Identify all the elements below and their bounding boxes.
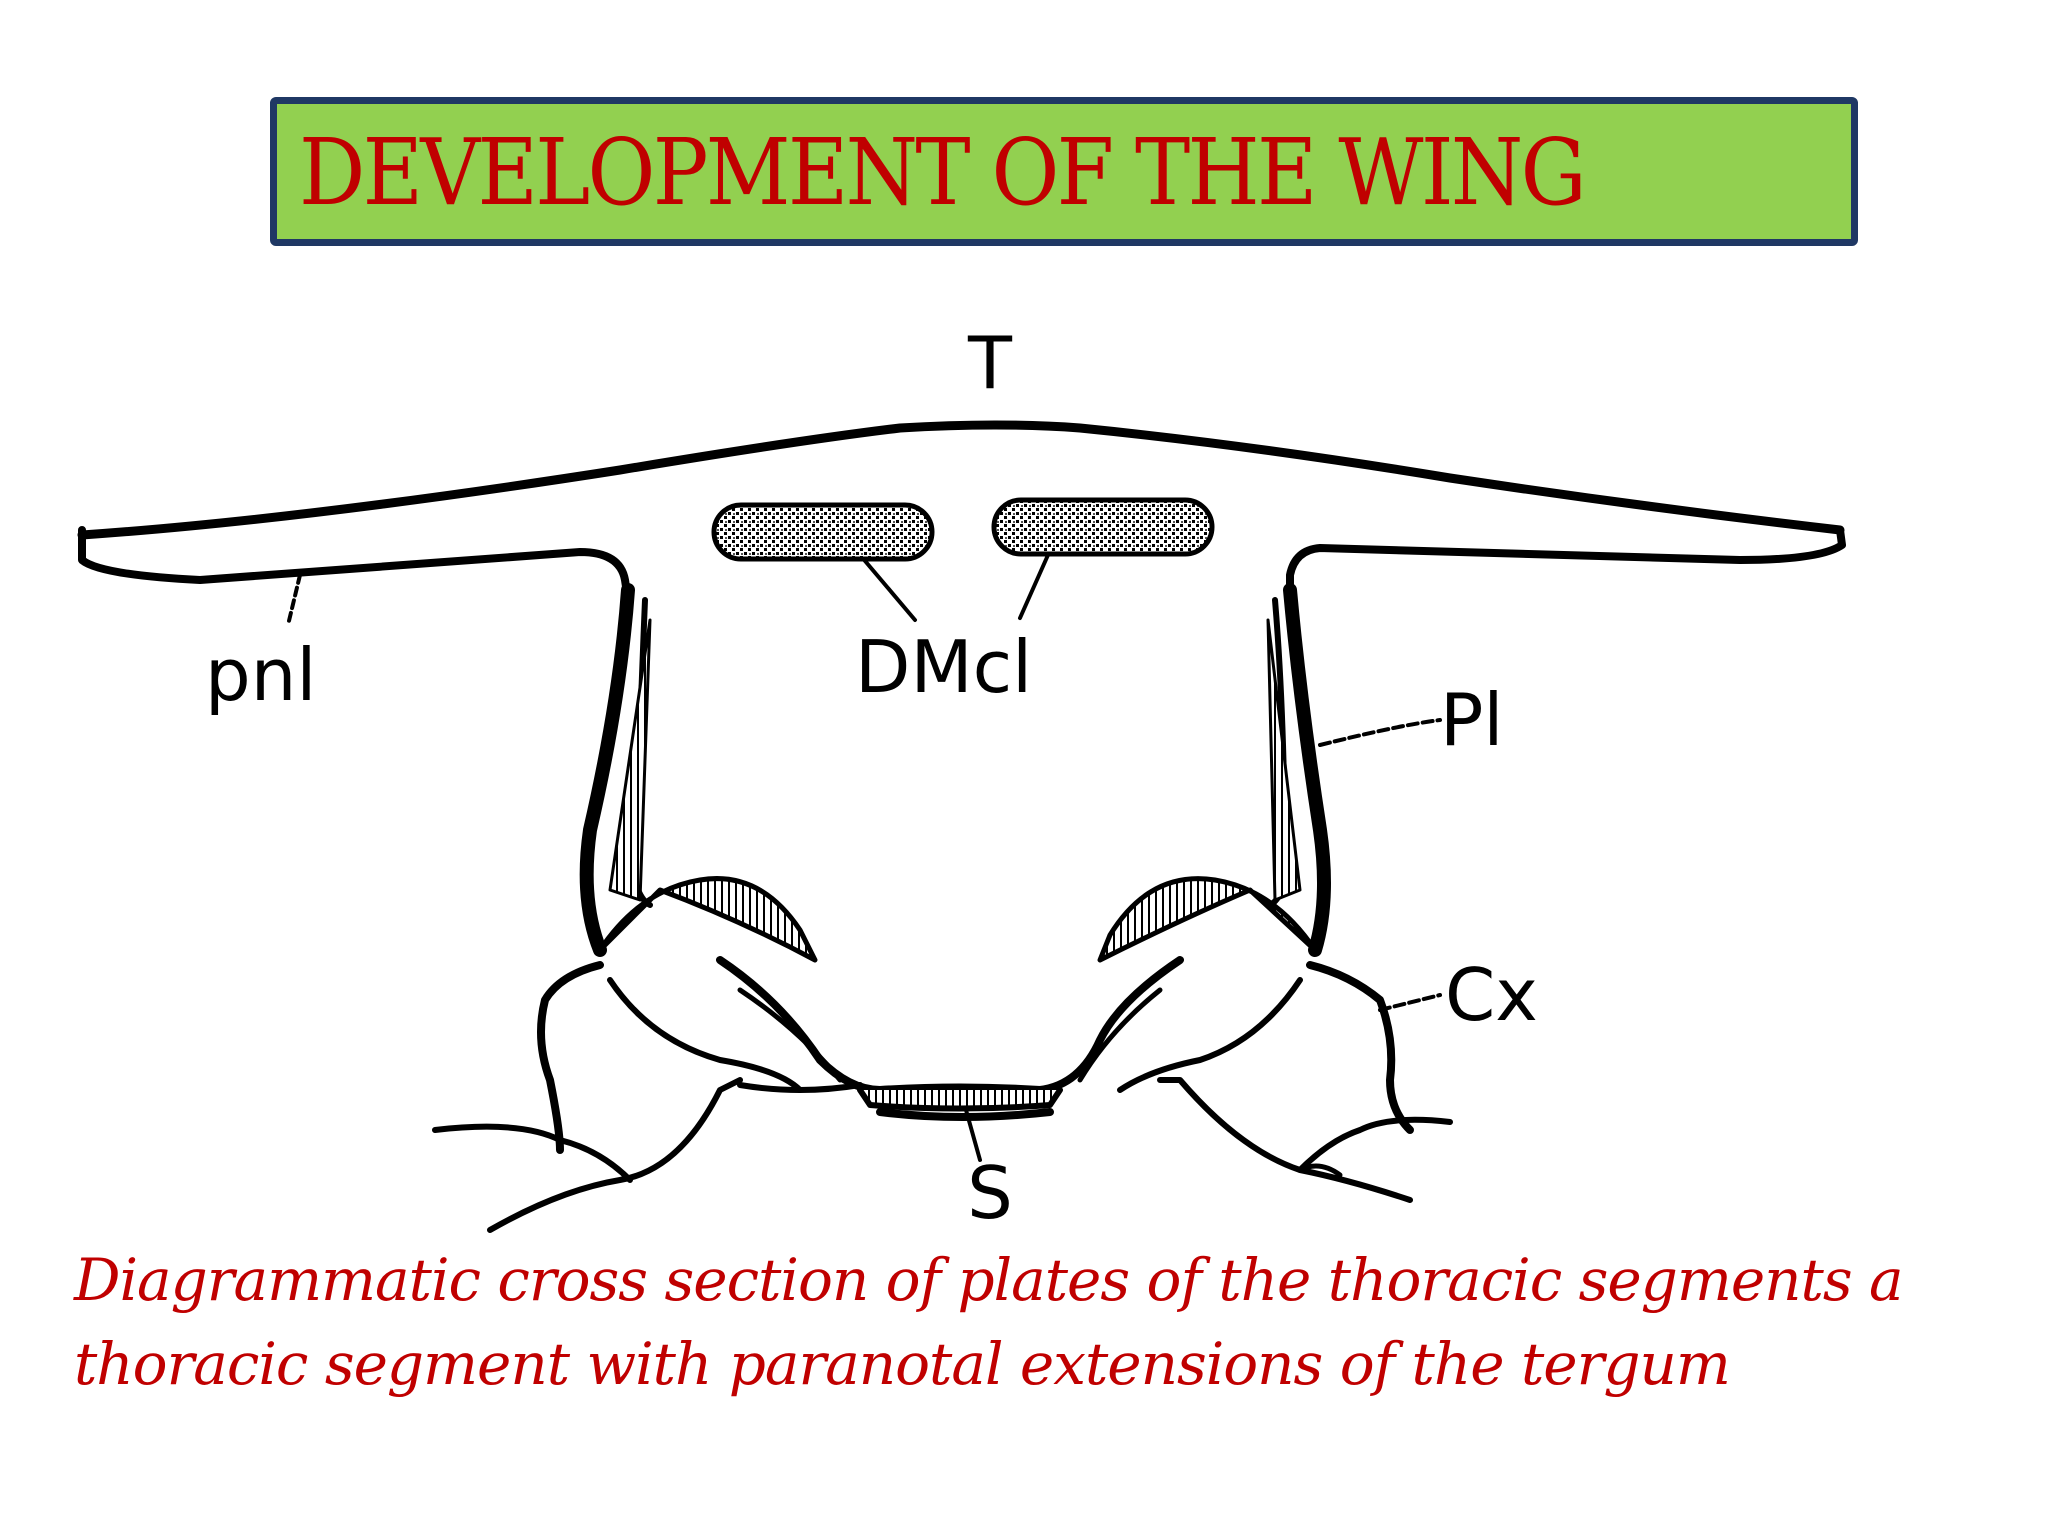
- label-dorsal-muscles: DMcl: [855, 625, 1032, 709]
- label-pleuron: Pl: [1440, 678, 1503, 762]
- right-dorsal-muscle: [991, 497, 1215, 557]
- label-paranotal-lobe: pnl: [205, 633, 316, 717]
- caption-line-2: thoracic segment with paranotal extensio…: [74, 1330, 1731, 1398]
- label-coxa: Cx: [1445, 953, 1538, 1037]
- right-coxa: [1306, 961, 1414, 1134]
- figure-caption: Diagrammatic cross section of plates of …: [74, 1238, 2004, 1406]
- left-pleuron: [579, 583, 635, 957]
- label-tergum: T: [967, 321, 1013, 405]
- tergum-outline: [78, 526, 632, 604]
- right-pleuron: [1283, 583, 1331, 957]
- title-banner: DEVELOPMENT OF THE WING: [270, 97, 1858, 246]
- caption-line-1: Diagrammatic cross section of plates of …: [74, 1246, 1904, 1314]
- label-sternum: S: [967, 1151, 1013, 1235]
- left-coxa: [537, 961, 604, 1154]
- slide-title: DEVELOPMENT OF THE WING: [299, 119, 1587, 226]
- left-dorsal-muscle: [711, 502, 935, 562]
